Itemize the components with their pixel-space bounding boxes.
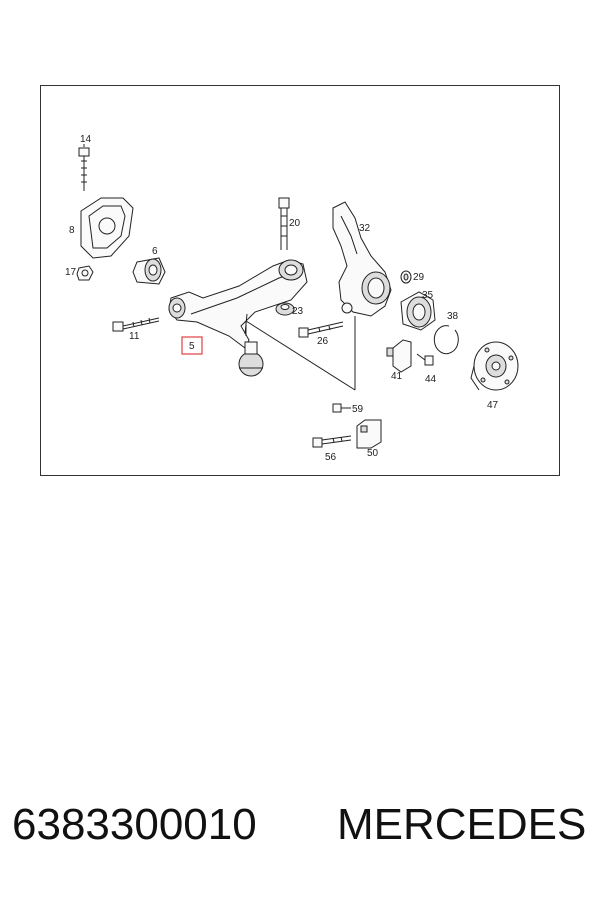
callout-38: 38 (447, 311, 459, 322)
assembly-leader-lines (245, 316, 356, 391)
callout-44: 44 (425, 374, 437, 385)
callout-6: 6 (152, 246, 158, 257)
callout-50: 50 (367, 448, 379, 459)
callout-5: 5 (189, 341, 195, 352)
part-8-mount-bracket (80, 197, 134, 259)
part-caption: 6383300010 MERCEDES (0, 800, 600, 860)
part-35-wheel-bearing (400, 291, 436, 331)
part-59-bolt (332, 403, 351, 413)
callout-17: 17 (65, 267, 77, 278)
callout-14: 14 (80, 134, 92, 145)
callout-29: 29 (413, 272, 425, 283)
callout-59: 59 (352, 404, 364, 415)
part-5-control-arm (168, 259, 308, 377)
part-29-washer (400, 270, 412, 284)
part-56-bolt (312, 435, 352, 448)
part-20-bolt (278, 197, 290, 250)
part-44-bolt (416, 353, 434, 366)
part-23-nut (275, 302, 295, 316)
callout-11: 11 (129, 331, 140, 342)
brand-name: MERCEDES (337, 800, 587, 849)
part-17-nut (76, 265, 94, 281)
part-6-bushing (132, 257, 166, 285)
part-41-sensor-bracket (386, 339, 412, 373)
callout-41: 41 (391, 371, 403, 382)
callout-47: 47 (487, 400, 499, 411)
part-38-circlip (433, 325, 459, 355)
exploded-view-diagram: 14 8 17 6 11 (65, 134, 519, 463)
callout-23: 23 (292, 306, 304, 317)
part-26-bolt (298, 321, 344, 338)
callout-32: 32 (359, 223, 371, 234)
part-32-steering-knuckle (332, 201, 392, 317)
part-47-wheel-hub (470, 341, 519, 391)
callout-8: 8 (69, 225, 75, 236)
callout-5-highlight-box (181, 336, 203, 355)
parts-diagram-frame: 14 8 17 6 11 (40, 85, 560, 476)
callout-20: 20 (289, 218, 301, 229)
part-50-bracket (356, 419, 382, 449)
callout-26: 26 (317, 336, 329, 347)
callout-56: 56 (325, 452, 337, 463)
part-number: 6383300010 (12, 800, 257, 849)
callout-35: 35 (422, 290, 434, 301)
part-14-bolt (78, 144, 90, 191)
part-11-bolt (112, 317, 160, 332)
